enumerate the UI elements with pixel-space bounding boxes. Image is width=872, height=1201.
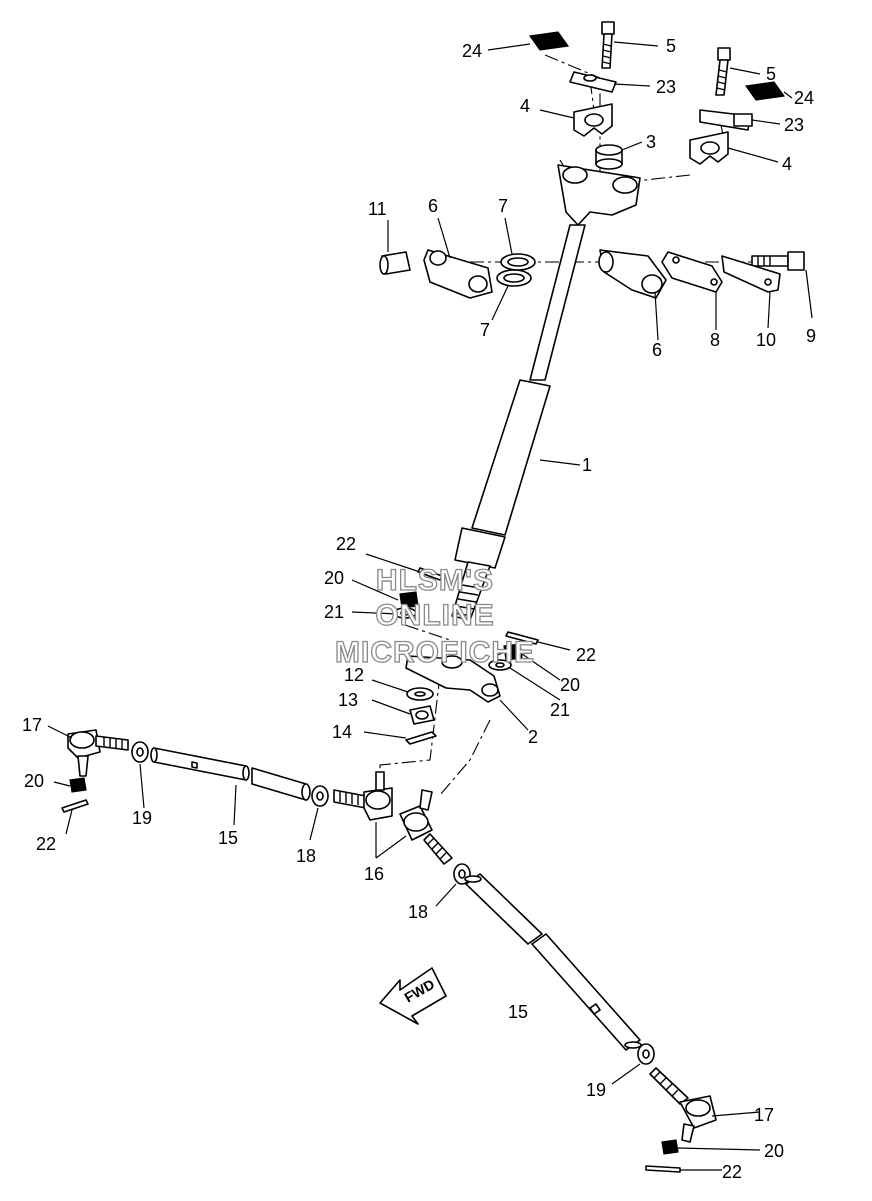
callout-7-lower: 7 [480, 320, 490, 340]
holder-plate [661, 251, 723, 293]
callout-23-left: 23 [656, 77, 676, 97]
lock-nut-right-outer [637, 1043, 655, 1065]
assembly-lines [379, 54, 790, 800]
tie-rod-left [150, 747, 311, 801]
washer-center-right [488, 659, 512, 671]
castle-nut-center-left [399, 591, 419, 609]
watermark-line-3: MICROFICHE [335, 636, 535, 669]
callout-5-right: 5 [766, 64, 776, 84]
callout-18-right: 18 [408, 902, 428, 922]
bushing-upper [500, 253, 536, 271]
handlebar-holder-right [689, 131, 729, 165]
cotter-pin-right [645, 1165, 681, 1173]
holder-pad-right [744, 81, 786, 101]
shaft-nut [409, 705, 435, 725]
callout-19-right: 19 [586, 1080, 606, 1100]
castle-nut-center-right [503, 643, 523, 661]
callout-13: 13 [338, 690, 358, 710]
shaft-holder-left [423, 249, 493, 299]
callout-21-right: 21 [550, 700, 570, 720]
callout-17-left: 17 [22, 715, 42, 735]
callout-22-center-right: 22 [576, 645, 596, 665]
callout-24-left: 24 [462, 41, 482, 61]
yoke-cap [595, 144, 623, 170]
callout-12: 12 [344, 665, 364, 685]
leader-lines [47, 41, 813, 1171]
callout-19-left: 19 [132, 808, 152, 828]
bushing-lower [496, 269, 532, 287]
callout-3: 3 [646, 132, 656, 152]
lock-washer [721, 255, 781, 293]
tie-rod-end-left-inner [333, 771, 393, 821]
collar [379, 251, 411, 275]
cotter-pin-left [61, 799, 89, 813]
callout-20-left: 20 [24, 771, 44, 791]
callout-17-right: 17 [754, 1105, 774, 1125]
tie-rod-end-right-inner [399, 789, 453, 865]
callout-18-left: 18 [296, 846, 316, 866]
holder-bolt-lower [751, 251, 805, 271]
callout-1: 1 [582, 455, 592, 475]
lock-nut-left-outer [131, 741, 149, 763]
callout-16: 16 [364, 864, 384, 884]
holder-bolt-right [715, 47, 731, 96]
upper-handlebar-yoke [557, 164, 641, 226]
tie-rod-right [464, 873, 642, 1051]
tie-rod-end-left-outer [67, 729, 129, 777]
callout-4-right: 4 [782, 154, 792, 174]
fwd-arrow-icon: FWD [379, 967, 447, 1025]
callout-2: 2 [528, 727, 538, 747]
callout-9: 9 [806, 326, 816, 346]
callout-8: 8 [710, 330, 720, 350]
callout-22-left: 22 [36, 834, 56, 854]
lock-plate-right [699, 109, 753, 131]
callout-23-right: 23 [784, 115, 804, 135]
callout-14: 14 [332, 722, 352, 742]
callout-11: 11 [368, 199, 387, 219]
callout-20-right: 20 [764, 1141, 784, 1161]
cotter-pin-center-right [505, 631, 539, 645]
holder-pad-left [528, 31, 570, 51]
callout-6-right: 6 [652, 340, 662, 360]
callout-21-left: 21 [324, 602, 344, 622]
cotter-pin-center-left [417, 567, 443, 581]
callout-labels: 1 2 3 4 4 5 5 6 6 7 7 8 9 10 11 12 13 14… [22, 36, 816, 1182]
shaft-holder-right [598, 249, 667, 299]
callout-5-left: 5 [666, 36, 676, 56]
holder-bolt-left [601, 21, 615, 69]
watermark-line-2: ONLINE [375, 599, 494, 632]
callout-24-right: 24 [794, 88, 814, 108]
lock-plate-left [569, 71, 617, 93]
steering-shaft [451, 224, 586, 621]
callout-15-left: 15 [218, 828, 238, 848]
washer-center-left [393, 607, 417, 619]
plain-washer [406, 687, 434, 701]
callout-22-right: 22 [722, 1162, 742, 1182]
pitman-arm [405, 655, 501, 703]
tie-rod-end-right-outer [649, 1067, 717, 1143]
handlebar-holder-left [573, 103, 613, 137]
lock-nut-left-inner [311, 785, 329, 807]
watermark-line-1: HLSM'S [376, 564, 494, 597]
callout-20-center-right: 20 [560, 675, 580, 695]
cotter-pin-shaft [405, 731, 437, 745]
callout-15-right: 15 [508, 1002, 528, 1022]
castle-nut-right [661, 1139, 679, 1155]
callout-6-left: 6 [428, 196, 438, 216]
callout-4-left: 4 [520, 96, 530, 116]
watermark: HLSM'S ONLINE MICROFICHE [334, 563, 535, 669]
castle-nut-left [69, 777, 87, 793]
callout-7-upper: 7 [498, 196, 508, 216]
callout-22-center-left: 22 [336, 534, 356, 554]
callout-10: 10 [756, 330, 776, 350]
callout-20-center-left: 20 [324, 568, 344, 588]
